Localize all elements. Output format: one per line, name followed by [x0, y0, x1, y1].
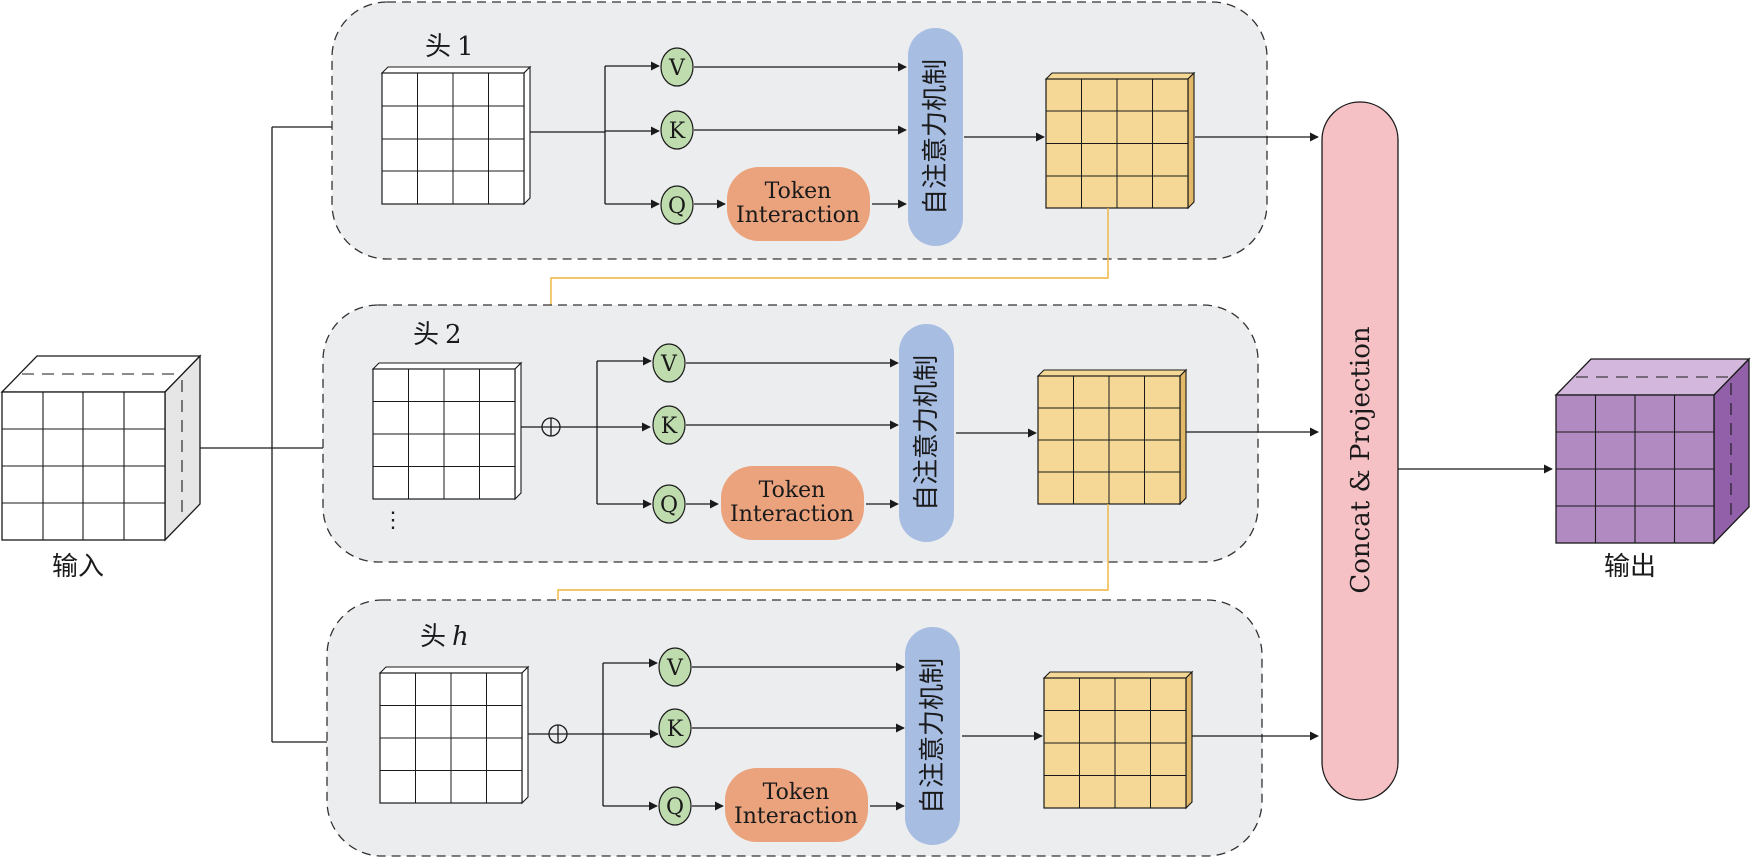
- head-2-self-attention-block: 自注意力机制: [899, 324, 954, 542]
- head-h-q-node: Q: [658, 786, 692, 826]
- svg-text:K: K: [661, 414, 678, 439]
- svg-text:V: V: [666, 656, 684, 681]
- head-h-token-grid: [378, 665, 530, 805]
- svg-text:Token: Token: [759, 478, 826, 503]
- svg-text:V: V: [660, 352, 678, 377]
- svg-text:V: V: [668, 56, 686, 81]
- svg-text:Interaction: Interaction: [736, 203, 860, 228]
- svg-text:Token: Token: [765, 179, 832, 204]
- output-tensor-cube: [1554, 357, 1751, 545]
- svg-text:K: K: [667, 717, 684, 742]
- svg-text:Q: Q: [660, 493, 678, 518]
- head-1-self-attention-block: 自注意力机制: [908, 28, 963, 246]
- svg-text:Q: Q: [666, 795, 684, 820]
- concat-projection-label: Concat & Projection: [1346, 326, 1376, 593]
- head-h-output-grid: [1042, 670, 1194, 810]
- head-2-token-interaction-block: Token Interaction: [721, 466, 864, 540]
- input-label: 输入: [52, 552, 104, 582]
- svg-text:Interaction: Interaction: [734, 804, 858, 829]
- head-h-v-node: V: [658, 647, 692, 687]
- svg-text:Q: Q: [668, 194, 686, 219]
- head-1-k-node: K: [660, 110, 694, 150]
- head-h-k-node: K: [658, 708, 692, 748]
- head-h-self-attention-block: 自注意力机制: [905, 627, 960, 845]
- svg-text:K: K: [669, 119, 686, 144]
- head-2-k-node: K: [652, 405, 686, 445]
- head-2-token-grid: [371, 361, 523, 501]
- more-heads-ellipsis: ⋮: [382, 508, 404, 533]
- head-1-token-interaction-block: Token Interaction: [727, 167, 870, 241]
- output-label: 输出: [1604, 552, 1656, 582]
- head-1-output-grid: [1044, 71, 1196, 210]
- input-tensor-cube: [0, 354, 202, 542]
- head-2-v-node: V: [652, 343, 686, 383]
- head-1-v-node: V: [660, 47, 694, 87]
- concat-projection-block: Concat & Projection: [1321, 101, 1399, 801]
- head-h-add-node: [548, 724, 568, 744]
- head-1-q-node: Q: [660, 185, 694, 225]
- head-2-add-node: [541, 417, 561, 437]
- head-h-token-interaction-block: Token Interaction: [725, 768, 868, 842]
- svg-text:自注意力机制: 自注意力机制: [921, 59, 951, 215]
- svg-text:自注意力机制: 自注意力机制: [918, 658, 948, 814]
- svg-text:Token: Token: [763, 780, 830, 805]
- svg-text:自注意力机制: 自注意力机制: [912, 355, 942, 511]
- head-2-output-grid: [1036, 368, 1188, 506]
- head-1-token-grid: [380, 65, 532, 206]
- head-2-q-node: Q: [652, 484, 686, 524]
- svg-text:Interaction: Interaction: [730, 502, 854, 527]
